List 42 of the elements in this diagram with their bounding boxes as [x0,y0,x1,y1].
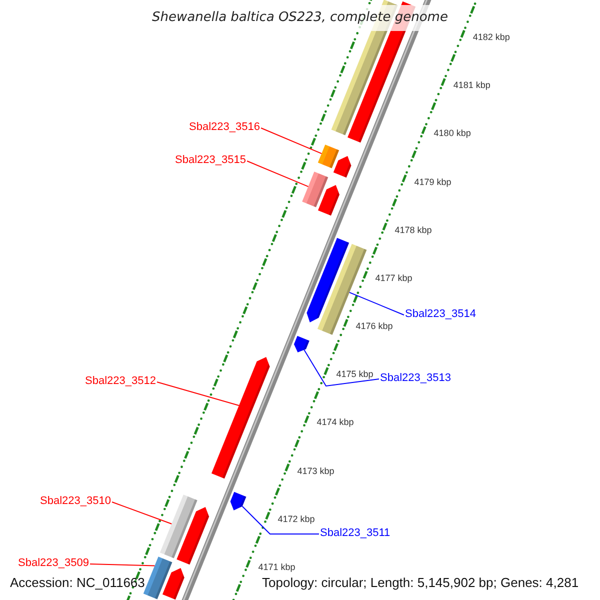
leader-line [246,160,309,188]
tick-label: 4180 kbp [434,127,471,140]
gene-block [306,237,350,323]
tick-label: 4172 kbp [278,512,315,525]
gene-label: Sbal223_3512 [85,374,156,388]
tick-label: 4175 kbp [336,368,374,380]
tick-label: 4182 kbp [472,31,510,44]
gene-block [162,568,185,600]
tick-label: 4171 kbp [258,561,296,573]
gene-bar [302,171,329,208]
leader-line [242,506,320,534]
leader-line [348,292,404,316]
tick-label: 4178 kbp [394,224,432,236]
gene-label: Sbal223_3513 [380,371,451,385]
tick-label: 4181 kbp [453,79,490,92]
accession-text: Accession: NC_011663 [10,574,145,591]
genome-summary-text: Topology: circular; Length: 5,145,902 bp; Genes: 4,281 [262,574,579,591]
gene-block [230,491,247,511]
tick-label: 4177 kbp [375,272,412,284]
leader-line [260,128,322,154]
tick-label: 4179 kbp [414,176,452,188]
gene-block [293,335,310,353]
gene-label: Sbal223_3514 [405,307,476,321]
gene-label: Sbal223_3511 [320,526,390,540]
leader-line [304,349,380,387]
gene-label: Sbal223_3510 [40,494,111,508]
gene-bar [143,556,173,600]
gene-block [317,185,340,216]
gene-block [333,156,352,178]
tick-label: 4173 kbp [297,464,334,477]
tick-label: 4176 kbp [356,320,393,332]
gene-block [176,507,210,565]
gene-label: Sbal223_3516 [189,120,260,134]
tick-label: 4174 kbp [316,416,354,428]
leader-line [156,382,240,406]
gene-bar [159,494,198,559]
leader-line [90,564,156,566]
leader-line [112,502,172,524]
gene-bar [317,144,340,169]
gene-label: Sbal223_3515 [175,153,246,167]
gene-label: Sbal223_3509 [18,556,89,570]
gene-block [211,357,270,479]
